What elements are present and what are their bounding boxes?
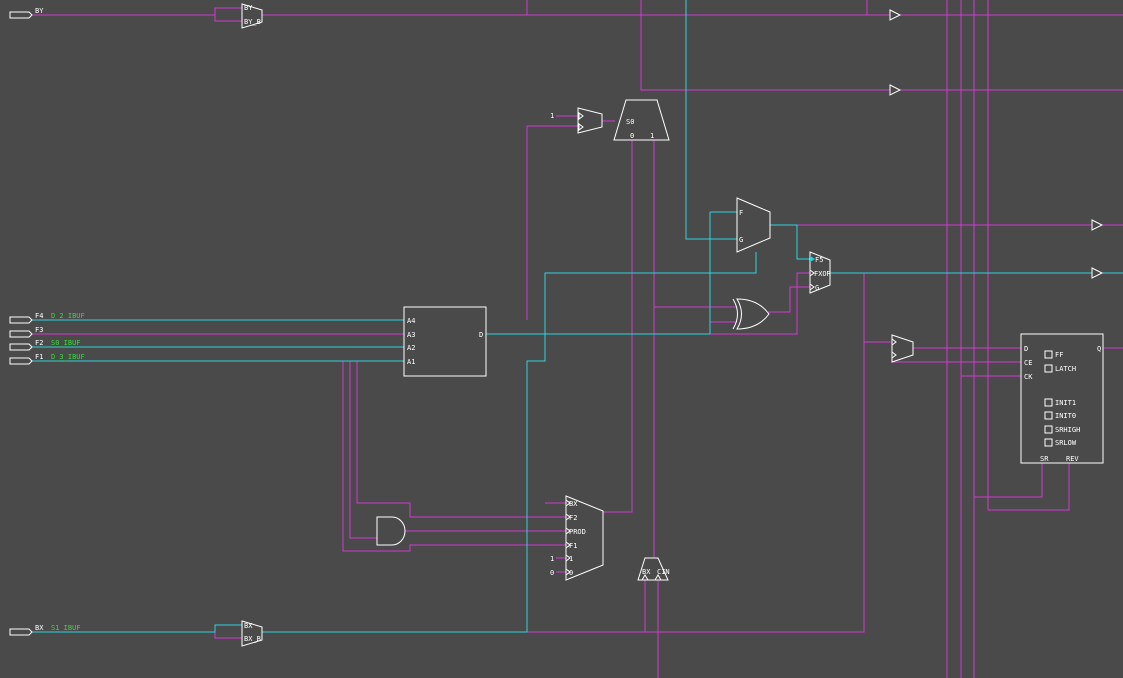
lut-a4-label: A4 xyxy=(407,317,415,325)
ff-option-init1-label: INIT1 xyxy=(1055,399,1076,407)
buffer-by[interactable] xyxy=(889,9,902,21)
ff-option-srlow[interactable]: SRLOW xyxy=(1044,438,1077,447)
port-f1-label: F1 xyxy=(35,353,43,361)
ff-option-srhigh-label: SRHIGH xyxy=(1055,426,1080,434)
f5-mux-fxor-label: FXOR xyxy=(814,270,832,278)
net-f4-label: D_2_IBUF xyxy=(51,312,85,320)
port-by-label: BY xyxy=(35,7,44,15)
prod-mux-prod-label: PROD xyxy=(569,528,586,536)
ff-d-label: D xyxy=(1024,345,1028,353)
ff-option-latch[interactable]: LATCH xyxy=(1044,364,1076,373)
bx-mux-bottom-label: BX_B xyxy=(244,635,261,643)
port-f3-label: F3 xyxy=(35,326,43,334)
fg-mux[interactable]: F G xyxy=(736,197,771,253)
bx-mux[interactable]: BX BX_B xyxy=(241,620,263,647)
buffer-xb[interactable] xyxy=(1091,267,1104,279)
prod-mux[interactable]: BX F2 PROD F1 1 0 1 0 xyxy=(550,495,604,581)
port-by[interactable]: BY xyxy=(9,7,44,19)
flip-flop[interactable]: D CE CK Q SR REV FF LATCH INIT1 INIT0 SR… xyxy=(1020,333,1104,464)
ff-option-init0[interactable]: INIT0 xyxy=(1044,411,1076,420)
fxor-pin xyxy=(809,269,815,277)
net-bx-label: S1_IBUF xyxy=(51,624,81,632)
lut-a1-label: A1 xyxy=(407,358,415,366)
const-one-prod-label: 1 xyxy=(550,555,554,563)
s0-mux-in1-label: 1 xyxy=(650,132,654,140)
ff-option-init1[interactable]: INIT1 xyxy=(1044,398,1076,407)
const-one-label: 1 xyxy=(550,112,554,120)
xor-gate[interactable] xyxy=(732,298,770,330)
ff-option-srlow-label: SRLOW xyxy=(1055,439,1077,447)
prod-mux-0-label: 0 xyxy=(569,569,573,577)
buffer-x[interactable] xyxy=(1091,219,1104,231)
cin-mux-cin-label: CIN xyxy=(657,568,670,576)
const-mux[interactable]: 1 xyxy=(550,107,603,134)
port-bx[interactable]: BX S1_IBUF xyxy=(9,624,81,636)
prod-mux-f1-label: F1 xyxy=(569,542,577,550)
ff-q-label: Q xyxy=(1097,345,1101,353)
ff-sr-label: SR xyxy=(1040,455,1049,463)
by-mux-bottom-label: BY_B xyxy=(244,18,261,26)
s0-mux[interactable]: S0 0 1 xyxy=(613,99,670,141)
f5-mux-f5-label: F5 xyxy=(815,256,823,264)
f5-mux[interactable]: F5 FXOR G xyxy=(809,251,832,294)
port-f3[interactable]: F3 xyxy=(9,326,43,338)
prod-mux-f2-label: F2 xyxy=(569,514,577,522)
input-ports: BY F4 D_2_IBUF F3 F2 S0_IBUF F1 D_3_IBUF… xyxy=(9,7,85,636)
by-mux[interactable]: BY BY_B xyxy=(241,3,263,29)
prod-mux-bx-label: BX xyxy=(569,500,578,508)
lut-d-label: D xyxy=(479,331,483,339)
ff-option-srhigh[interactable]: SRHIGH xyxy=(1044,425,1080,434)
net-f1-label: D_3_IBUF xyxy=(51,353,85,361)
s0-mux-in0-label: 0 xyxy=(630,132,634,140)
output-buffers xyxy=(889,9,1104,279)
cin-mux-bx-label: BX xyxy=(642,568,651,576)
port-bx-label: BX xyxy=(35,624,44,632)
const-zero-prod-label: 0 xyxy=(550,569,554,577)
ff-option-ff[interactable]: FF xyxy=(1044,350,1063,359)
fg-mux-f-label: F xyxy=(739,209,743,217)
by-mux-top-label: BY xyxy=(244,4,253,12)
s0-mux-sel-label: S0 xyxy=(626,118,634,126)
prod-mux-1-label: 1 xyxy=(569,555,573,563)
ff-ck-label: CK xyxy=(1024,373,1033,381)
ff-rev-label: REV xyxy=(1066,455,1079,463)
ff-option-latch-label: LATCH xyxy=(1055,365,1076,373)
port-f4-label: F4 xyxy=(35,312,43,320)
lut-f[interactable]: A4 A3 A2 A1 D xyxy=(403,306,487,377)
ff-option-ff-label: FF xyxy=(1055,351,1063,359)
f5-pin xyxy=(810,256,815,262)
const-mux-pin1 xyxy=(578,112,584,120)
ff-option-init0-label: INIT0 xyxy=(1055,412,1076,420)
f5-mux-g-label: G xyxy=(815,284,819,292)
ff-ce-label: CE xyxy=(1024,359,1032,367)
buffer-row2[interactable] xyxy=(889,84,902,96)
g-pin xyxy=(809,283,815,291)
cin-mux[interactable]: BX CIN xyxy=(637,557,670,581)
port-f1[interactable]: F1 D_3_IBUF xyxy=(9,353,85,365)
active-wires xyxy=(32,0,1123,633)
port-f2-label: F2 xyxy=(35,339,43,347)
const-mux-pin2 xyxy=(578,123,584,131)
lut-a2-label: A2 xyxy=(407,344,415,352)
port-f2[interactable]: F2 S0_IBUF xyxy=(9,339,81,351)
fg-mux-g-label: G xyxy=(739,236,743,244)
and-gate[interactable] xyxy=(376,516,406,546)
lut-a3-label: A3 xyxy=(407,331,415,339)
net-f2-label: S0_IBUF xyxy=(51,339,81,347)
wires xyxy=(32,0,1123,678)
port-f4[interactable]: F4 D_2_IBUF xyxy=(9,312,85,324)
bx-mux-top-label: BX xyxy=(244,622,253,630)
ff-input-mux[interactable] xyxy=(891,334,914,363)
